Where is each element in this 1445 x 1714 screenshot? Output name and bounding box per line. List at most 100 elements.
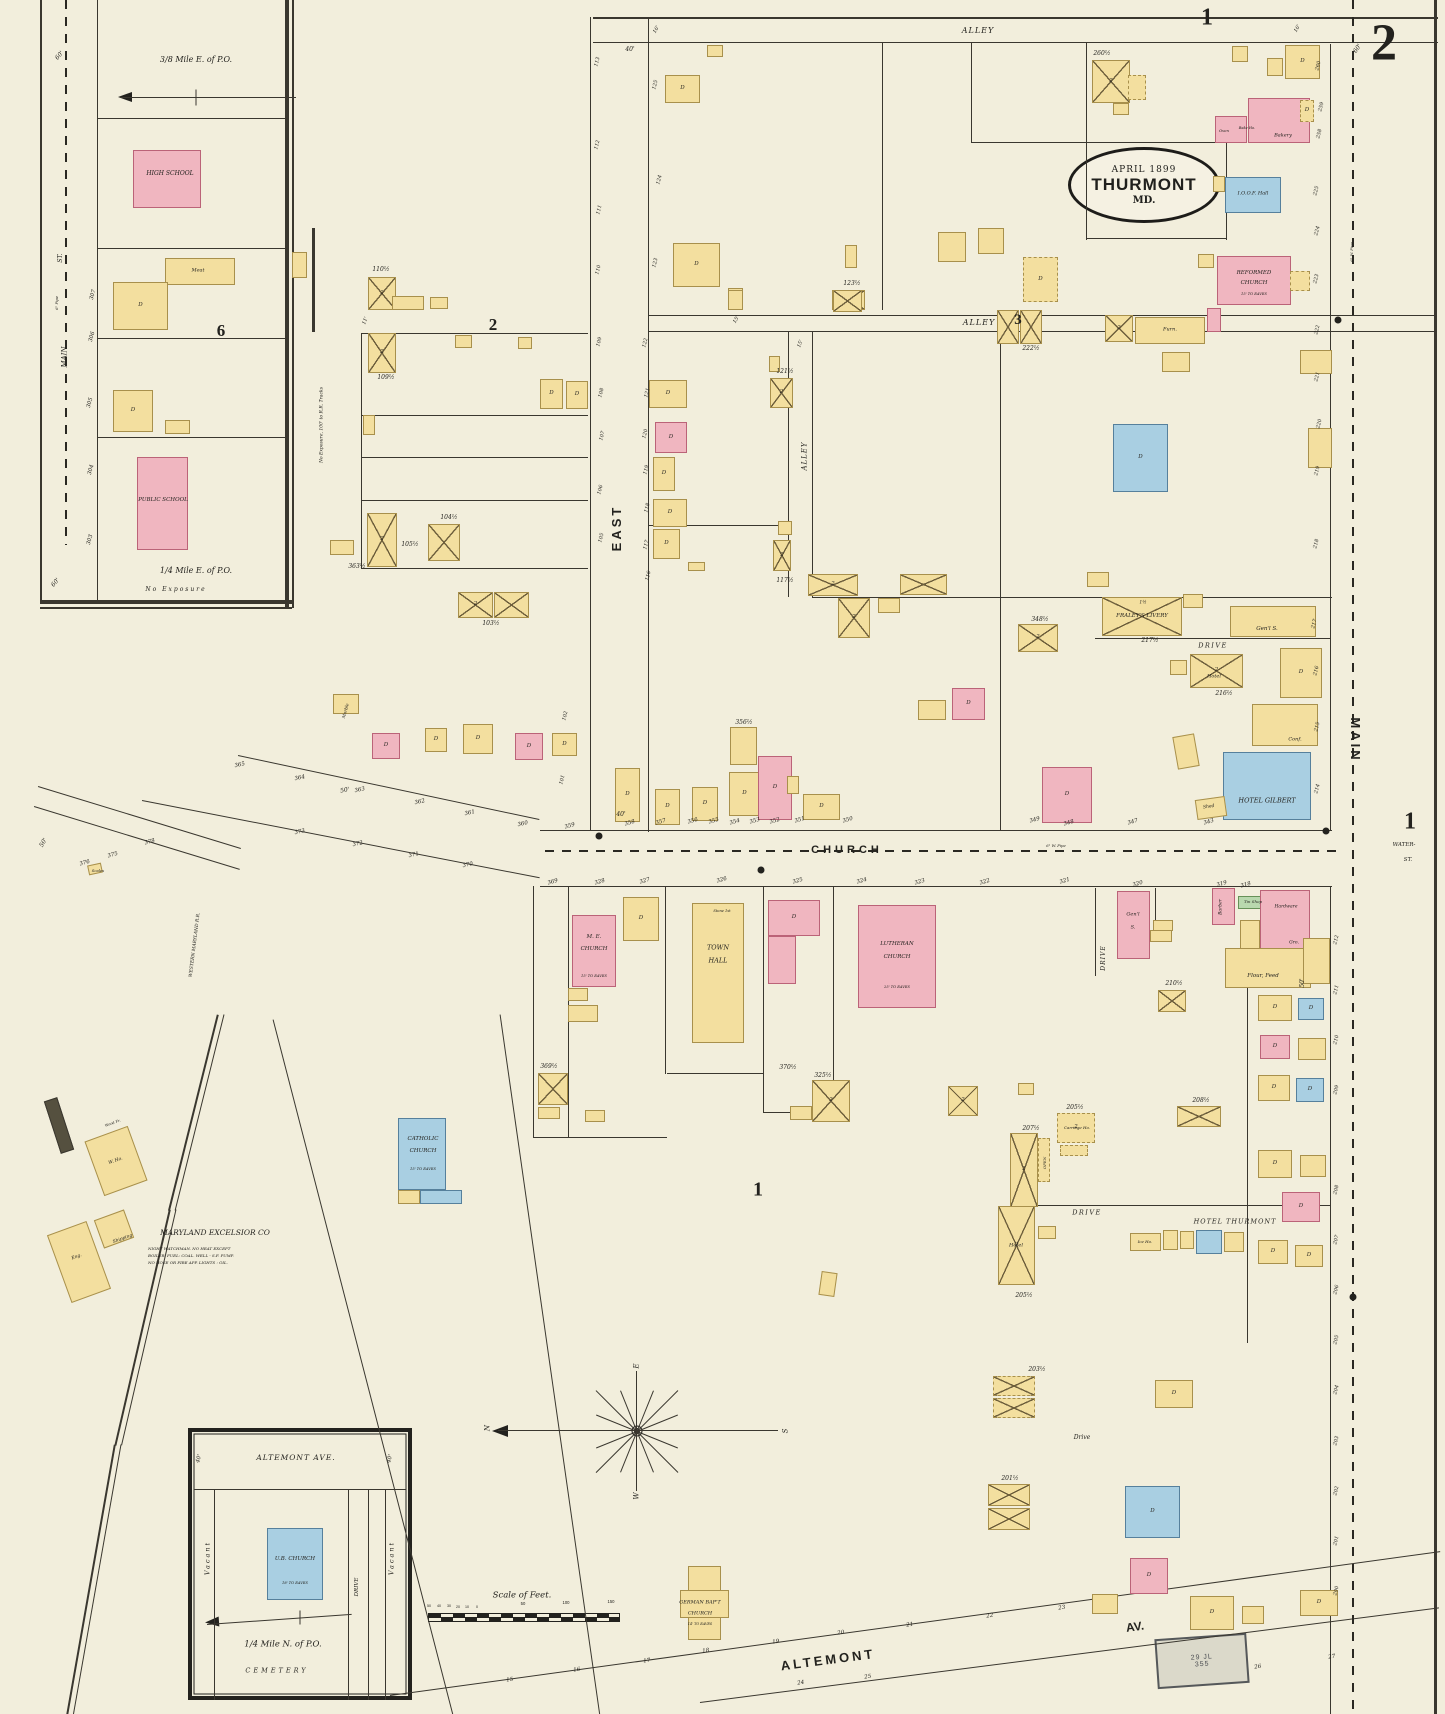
map-label: CHURCH <box>883 954 911 961</box>
building: D <box>615 768 640 822</box>
building: 2 <box>458 592 493 618</box>
building-label: D <box>694 261 699 268</box>
dot-marker <box>757 866 765 874</box>
building <box>1212 888 1235 925</box>
diagonal-line <box>168 1014 219 1211</box>
map-label: CHURCH <box>1240 280 1268 287</box>
map-label: Vacant <box>203 1540 212 1576</box>
boundary-line <box>312 228 315 332</box>
building <box>1198 254 1214 268</box>
building-label: 2 <box>380 349 384 356</box>
building-label: D <box>130 407 136 414</box>
building-label: D <box>625 791 630 798</box>
map-label: 211 <box>1332 984 1341 996</box>
building-label: 2 <box>473 601 478 608</box>
building: D <box>1295 1245 1323 1267</box>
building-label: D <box>1150 1508 1155 1515</box>
map-label: 18' TO EAVES <box>282 1581 308 1586</box>
map-label: 218 <box>1312 538 1321 550</box>
building <box>430 297 448 309</box>
map-label: CHURCH <box>409 1148 437 1155</box>
building: 2 <box>368 333 396 373</box>
building <box>1290 271 1310 291</box>
building-label: D <box>1171 1390 1177 1397</box>
boundary-line <box>1155 888 1156 940</box>
map-label: 3/8 Mile E. of P.O. <box>159 54 233 64</box>
map-label: 40' <box>625 45 635 53</box>
map-label: 111 <box>595 204 604 216</box>
map-label: 6" Pipe <box>54 296 60 310</box>
map-title: THURMONT <box>1091 174 1197 194</box>
building-label: D <box>1298 1203 1304 1210</box>
building: 2 <box>838 598 870 638</box>
map-label: 118 <box>643 502 652 514</box>
building: D <box>952 688 985 720</box>
map-label: 259 <box>1317 101 1326 113</box>
building <box>1225 177 1281 213</box>
scale-tick: 150 <box>607 1598 615 1604</box>
map-label: 16 <box>572 1666 581 1674</box>
building: 2 <box>808 574 858 596</box>
map-label: EAST <box>609 504 625 552</box>
map-label: 109½ <box>377 373 395 381</box>
building <box>585 1110 605 1122</box>
building <box>1038 1226 1056 1239</box>
map-label: 207 <box>1332 1234 1341 1246</box>
building: D <box>463 724 493 754</box>
building: D <box>649 380 687 408</box>
map-label: 15 <box>505 1676 514 1684</box>
map-label: 221 <box>1313 371 1322 383</box>
building: 2 <box>1057 1113 1095 1143</box>
boundary-line <box>648 331 1436 333</box>
map-label: 371 <box>408 851 420 860</box>
map-label: 14' TO EAVES <box>687 1622 713 1627</box>
building <box>1180 1231 1194 1249</box>
map-label: 117 <box>642 539 651 551</box>
building-label: 2 <box>380 536 384 543</box>
map-label: REFORMED <box>1236 270 1272 277</box>
diagonal-line <box>66 1444 116 1714</box>
building-label: D <box>667 509 673 516</box>
map-label: CEMETERY <box>245 1666 309 1675</box>
map-label: ALTEMONT AVE. <box>256 1453 336 1463</box>
building: D <box>729 772 760 816</box>
map-label: 351 <box>793 815 806 825</box>
map-label: 16' <box>651 24 661 35</box>
map-label: Ice Ho. <box>1137 1238 1153 1244</box>
scale-tick: 30 <box>447 1604 451 1609</box>
building: D <box>1285 45 1320 79</box>
building: 2 <box>948 1086 978 1116</box>
map-label: 224 <box>1313 225 1322 237</box>
building <box>1150 930 1172 942</box>
building: 2 <box>998 1206 1035 1285</box>
map-label: 373 <box>294 828 306 837</box>
boundary-line <box>97 118 285 119</box>
building: D <box>673 243 720 287</box>
building-label: 2 <box>829 1097 833 1104</box>
building-label: D <box>562 740 567 747</box>
map-label: 202 <box>1332 1485 1341 1497</box>
building <box>1230 606 1316 637</box>
block-number: 6 <box>216 321 226 341</box>
map-label: 109 <box>595 336 604 348</box>
boundary-line <box>194 1489 406 1491</box>
map-label: 112 <box>593 139 602 151</box>
map-label: 6" W. Pipe <box>1046 843 1066 849</box>
building <box>993 1376 1035 1396</box>
map-label: 22 <box>985 1612 994 1620</box>
building <box>1162 352 1190 372</box>
map-label: 6" W. Pipe <box>1349 242 1355 262</box>
boundary-line <box>361 500 588 501</box>
building-label: D <box>1272 1160 1278 1167</box>
map-label: DRIVE <box>1099 945 1107 971</box>
map-label: 50' <box>38 836 49 849</box>
building <box>688 562 705 571</box>
boundary-line <box>214 1489 215 1700</box>
building: D <box>1280 648 1322 698</box>
boundary-line <box>40 600 292 604</box>
building: D <box>1130 1558 1168 1594</box>
building <box>572 915 616 987</box>
building: D <box>1300 100 1314 122</box>
building <box>165 420 190 434</box>
building: D <box>1298 998 1324 1020</box>
